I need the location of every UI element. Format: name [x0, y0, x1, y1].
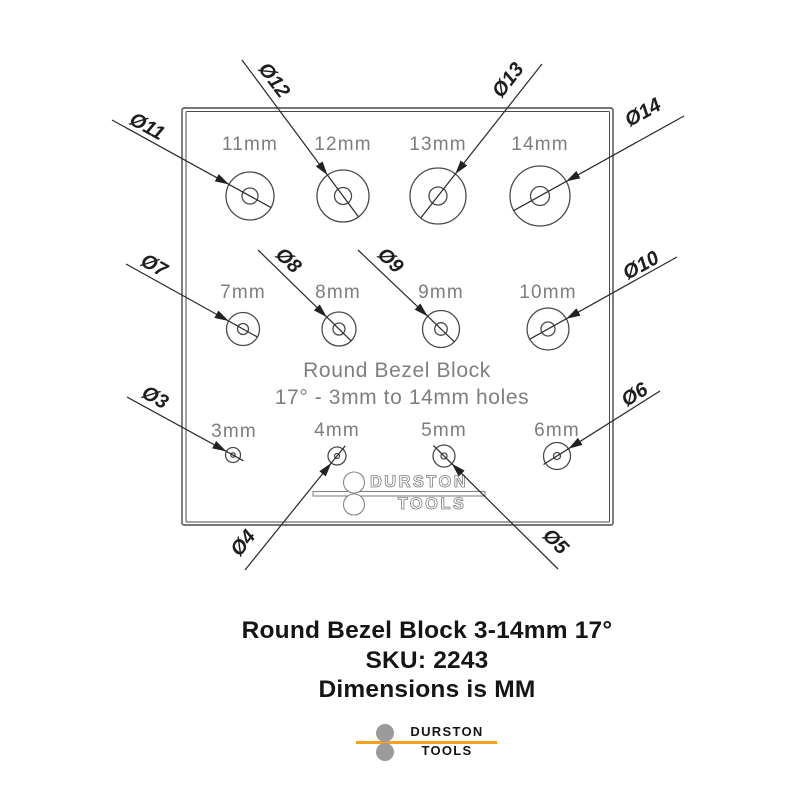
caption: Round Bezel Block 3-14mm 17° SKU: 2243 D…	[54, 616, 800, 705]
logo-roll-bottom-icon	[342, 493, 366, 516]
leader-12	[241, 59, 360, 218]
hole-label-12mm: 12mm	[314, 134, 372, 155]
leader-13	[420, 63, 543, 219]
hole-label-5mm: 5mm	[421, 420, 467, 441]
logo-roll-bottom-icon	[376, 743, 394, 761]
engraved-logo: DURSTON TOOLS	[312, 471, 486, 516]
callout-14: Ø14	[621, 94, 665, 132]
footer-brand-top: DURSTON	[410, 724, 484, 739]
hole-label-6mm: 6mm	[534, 420, 580, 441]
leader-6	[543, 390, 661, 466]
footer-brand-bottom: TOOLS	[421, 743, 473, 758]
caption-dimensions-note: Dimensions is MM	[318, 676, 536, 703]
leader-4	[244, 445, 346, 571]
callout-6: Ø6	[618, 378, 653, 411]
engraved-brand-bottom: TOOLS	[398, 495, 467, 513]
hole-labels: 11mm 12mm 13mm 14mm 7mm 8mm 9mm 10mm 3mm…	[211, 134, 580, 442]
caption-title: Round Bezel Block 3-14mm 17°	[241, 617, 613, 644]
leader-5	[432, 444, 559, 570]
leader-10	[529, 256, 678, 340]
callout-4: Ø4	[226, 526, 260, 561]
callout-10: Ø10	[619, 247, 663, 285]
callout-3: Ø3	[138, 382, 172, 414]
block-outline	[181, 107, 614, 526]
engraved-subtitle: 17° - 3mm to 14mm holes	[275, 386, 529, 409]
hole-label-9mm: 9mm	[418, 282, 464, 303]
dimension-leaders	[111, 59, 685, 571]
hole-label-13mm: 13mm	[409, 134, 467, 155]
callout-12: Ø12	[254, 59, 294, 102]
hole-label-14mm: 14mm	[511, 134, 569, 155]
callout-7: Ø7	[137, 250, 172, 283]
hole-label-3mm: 3mm	[211, 421, 257, 442]
logo-accent-bar	[356, 741, 497, 745]
engraved-brand-top: DURSTON	[370, 473, 468, 491]
hole-label-8mm: 8mm	[315, 282, 361, 303]
leader-14	[513, 115, 685, 212]
engraved-title: Round Bezel Block	[303, 359, 491, 382]
logo-roll-top-icon	[376, 724, 394, 742]
leader-11	[111, 119, 272, 209]
leader-9	[357, 249, 455, 343]
callout-13: Ø13	[488, 59, 529, 102]
hole-label-4mm: 4mm	[314, 420, 360, 441]
hole-label-7mm: 7mm	[220, 282, 266, 303]
durston-tools-logo: DURSTON TOOLS	[356, 722, 497, 766]
logo-bar	[312, 490, 486, 497]
leader-8	[257, 249, 352, 342]
leader-3	[126, 396, 244, 462]
hole-label-11mm: 11mm	[222, 134, 278, 155]
leader-7	[125, 263, 258, 338]
caption-sku: SKU: 2243	[365, 646, 489, 674]
hole-label-10mm: 10mm	[519, 282, 577, 303]
logo-roll-top-icon	[342, 471, 366, 494]
